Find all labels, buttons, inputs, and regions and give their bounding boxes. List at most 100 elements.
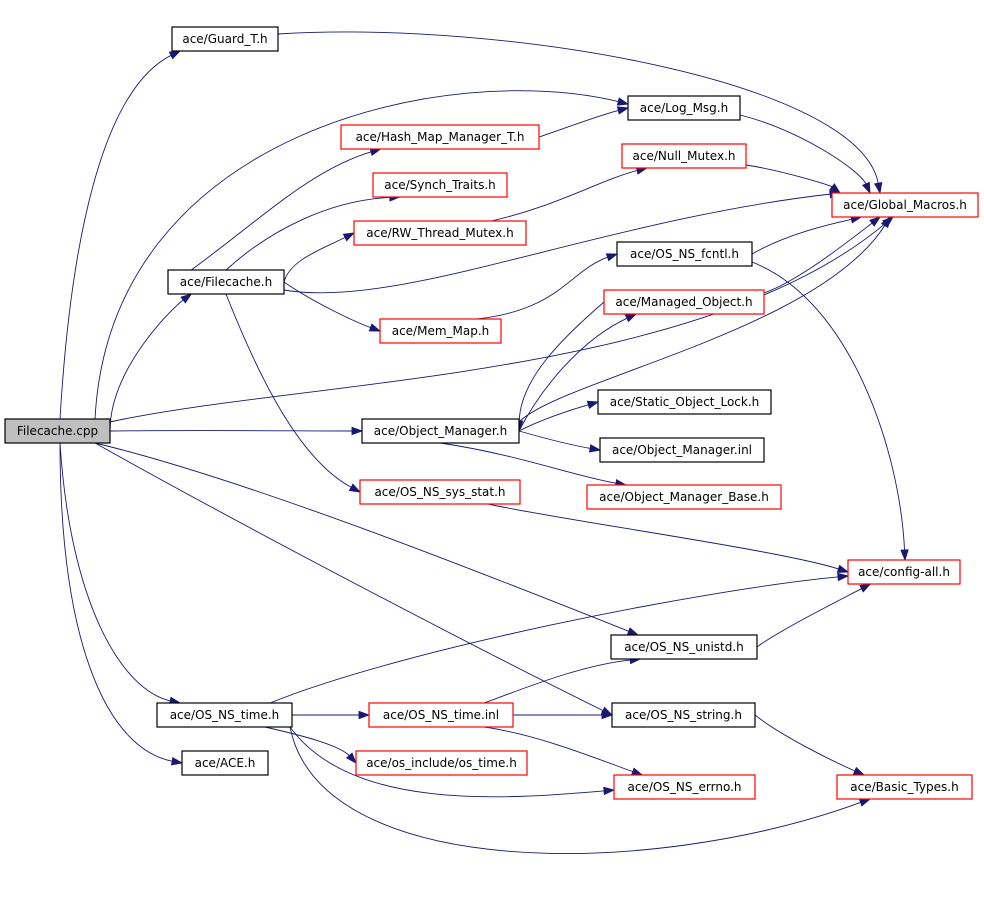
edge-line	[756, 587, 863, 648]
edge-arrowhead	[874, 181, 883, 195]
node-label: ace/ACE.h	[195, 756, 256, 770]
edge-line	[269, 576, 840, 704]
node-object-manager-base[interactable]: ace/Object_Manager_Base.h	[586, 484, 782, 510]
node-label: ace/Object_Manager_Base.h	[599, 490, 769, 504]
node-object-manager-h[interactable]: ace/Object_Manager.h	[361, 418, 520, 444]
node-label: ace/config-all.h	[858, 565, 950, 579]
node-box	[181, 750, 269, 776]
edge-arrowhead	[852, 766, 866, 776]
node-box	[621, 143, 747, 169]
node-managed-object[interactable]: ace/Managed_Object.h	[603, 289, 765, 315]
node-ace-h[interactable]: ace/ACE.h	[181, 750, 269, 776]
node-label: ace/Object_Manager.inl	[612, 443, 752, 457]
node-os-ns-sys-stat[interactable]: ace/OS_NS_sys_stat.h	[359, 479, 521, 505]
edge-line	[225, 293, 353, 489]
node-box	[611, 702, 756, 728]
node-box	[597, 389, 772, 415]
node-os-ns-fcntl[interactable]: ace/OS_NS_fcntl.h	[616, 241, 753, 267]
edge-arrowhead	[351, 426, 364, 436]
edge-arrowhead	[168, 50, 182, 60]
edge-arrowhead	[605, 253, 619, 262]
node-box	[613, 774, 756, 800]
node-os-ns-time-h[interactable]: ace/OS_NS_time.h	[156, 702, 293, 728]
node-object-manager-inl[interactable]: ace/Object_Manager.inl	[599, 437, 765, 463]
edge-line	[487, 503, 840, 570]
node-label: ace/os_include/os_time.h	[366, 756, 517, 770]
edge-os-ns-unistd-to-config-all	[756, 583, 872, 648]
edge-filecache-cpp-to-object-manager-h	[109, 426, 364, 436]
node-box	[353, 220, 527, 246]
edge-filecache-cpp-to-filecache-h	[109, 293, 193, 432]
node-label: ace/Basic_Types.h	[850, 780, 958, 794]
node-config-all[interactable]: ace/config-all.h	[847, 559, 961, 585]
edge-line	[518, 224, 886, 423]
edge-line	[484, 659, 632, 704]
node-os-ns-unistd[interactable]: ace/OS_NS_unistd.h	[610, 634, 758, 660]
edge-filecache-cpp-to-ace-h	[59, 442, 184, 766]
edge-guard-t-to-global-macros	[277, 31, 883, 195]
node-mem-map[interactable]: ace/Mem_Map.h	[379, 318, 502, 344]
edge-os-ns-time-inl-to-os-ns-string	[513, 710, 614, 720]
edge-arrowhead	[829, 183, 842, 194]
node-guard-t[interactable]: ace/Guard_T.h	[171, 26, 279, 52]
node-rw-thread-mutex[interactable]: ace/RW_Thread_Mutex.h	[353, 220, 527, 246]
edge-line	[59, 442, 172, 702]
node-box	[836, 774, 973, 800]
node-null-mutex[interactable]: ace/Null_Mutex.h	[621, 143, 747, 169]
node-basic-types[interactable]: ace/Basic_Types.h	[836, 774, 973, 800]
node-os-ns-errno[interactable]: ace/OS_NS_errno.h	[613, 774, 756, 800]
node-box	[847, 559, 961, 585]
node-hash-map[interactable]: ace/Hash_Map_Manager_T.h	[340, 124, 540, 150]
node-static-object-lock[interactable]: ace/Static_Object_Lock.h	[597, 389, 772, 415]
edge-line	[440, 442, 618, 484]
edge-line	[264, 726, 351, 757]
edge-arrowhead	[858, 798, 872, 807]
edge-filecache-h-to-hash-map	[190, 147, 382, 271]
edge-rw-thread-mutex-to-null-mutex	[491, 166, 649, 222]
nodes-layer: Filecache.cpp ace/Guard_T.h ace/Log_Msg.ha…	[4, 26, 979, 800]
edge-managed-object-to-object-manager-h	[514, 301, 605, 433]
edge-line	[289, 726, 862, 854]
edge-os-ns-string-to-basic-types	[754, 714, 866, 776]
edge-line	[754, 714, 856, 772]
node-box	[831, 192, 979, 218]
edge-line	[518, 404, 590, 432]
node-box	[586, 484, 782, 510]
edge-line	[283, 281, 372, 329]
edge-arrowhead	[630, 767, 644, 776]
node-filecache-h[interactable]: ace/Filecache.h	[167, 269, 285, 295]
node-label: ace/OS_NS_fcntl.h	[630, 247, 739, 261]
node-label: ace/Synch_Traits.h	[384, 178, 495, 192]
edge-line	[277, 31, 879, 185]
edge-line	[518, 301, 605, 423]
edge-arrowhead	[348, 483, 362, 493]
node-global-macros[interactable]: ace/Global_Macros.h	[831, 192, 979, 218]
edge-arrowhead	[345, 752, 357, 764]
node-box	[340, 124, 540, 150]
node-label: ace/OS_NS_time.inl	[383, 708, 499, 722]
edge-arrowhead	[616, 97, 630, 106]
edge-line	[59, 442, 174, 762]
node-label: ace/Filecache.h	[180, 275, 272, 289]
node-os-ns-string[interactable]: ace/OS_NS_string.h	[611, 702, 756, 728]
node-os-time[interactable]: ace/os_include/os_time.h	[355, 750, 528, 776]
edge-line	[739, 114, 867, 185]
edge-line	[94, 442, 630, 633]
node-os-ns-time-inl[interactable]: ace/OS_NS_time.inl	[368, 702, 514, 728]
node-label: ace/OS_NS_sys_stat.h	[374, 485, 505, 499]
node-log-msg[interactable]: ace/Log_Msg.h	[627, 95, 741, 121]
node-box	[616, 241, 753, 267]
edge-os-ns-time-h-to-basic-types	[289, 726, 872, 854]
node-label: ace/RW_Thread_Mutex.h	[366, 226, 513, 240]
edge-arrowhead	[170, 756, 184, 766]
edge-line	[751, 218, 853, 255]
edge-line	[94, 90, 620, 420]
edge-filecache-h-to-os-ns-sys-stat	[225, 293, 362, 493]
node-label: Filecache.cpp	[17, 424, 98, 438]
edge-arrowhead	[859, 583, 872, 593]
node-box	[167, 269, 285, 295]
edge-line	[59, 54, 173, 420]
node-synch-traits[interactable]: ace/Synch_Traits.h	[372, 172, 508, 198]
edge-mem-map-to-os-ns-fcntl	[476, 253, 619, 320]
edge-filecache-h-to-mem-map	[283, 281, 382, 332]
